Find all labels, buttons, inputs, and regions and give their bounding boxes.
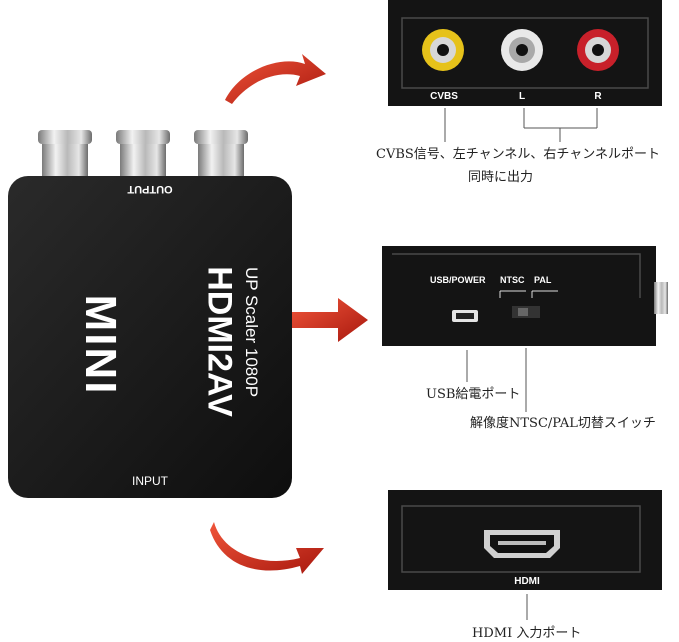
av-caption-line1: CVBS信号、左チャンネル、右チャンネルポート xyxy=(376,147,661,162)
rca-plug-3 xyxy=(194,130,248,184)
rca-plug-1 xyxy=(38,130,92,184)
hdmi-label: HDMI xyxy=(514,576,540,587)
output-label: OUTPUT xyxy=(127,183,173,195)
ntsc-label: NTSC xyxy=(500,275,525,285)
arrow-to-output-icon xyxy=(225,54,326,104)
pal-label: PAL xyxy=(534,275,552,285)
hdmi-caption: HDMI 入力ポート xyxy=(472,626,582,641)
input-label: INPUT xyxy=(132,474,168,488)
rca-plug-2 xyxy=(116,130,170,184)
left-label: L xyxy=(518,91,526,102)
switch-caption: 解像度NTSC/PAL切替スイッチ xyxy=(470,416,656,431)
usb-power-label: USB/POWER xyxy=(430,275,486,285)
usb-caption: USB給電ポート xyxy=(426,387,521,402)
arrow-to-side-icon xyxy=(292,298,368,342)
av-caption-line2: 同時に出力 xyxy=(468,170,534,185)
model-subtitle: UP Scaler 1080P xyxy=(242,266,261,398)
arrow-to-input-icon xyxy=(210,522,324,574)
cvbs-label: CVBS xyxy=(430,91,458,102)
model-name: HDMI2AV xyxy=(200,266,239,417)
device-body xyxy=(8,176,292,498)
side-panel xyxy=(382,246,656,346)
brand-mini: MINI xyxy=(76,294,125,396)
right-label: R xyxy=(594,91,602,102)
